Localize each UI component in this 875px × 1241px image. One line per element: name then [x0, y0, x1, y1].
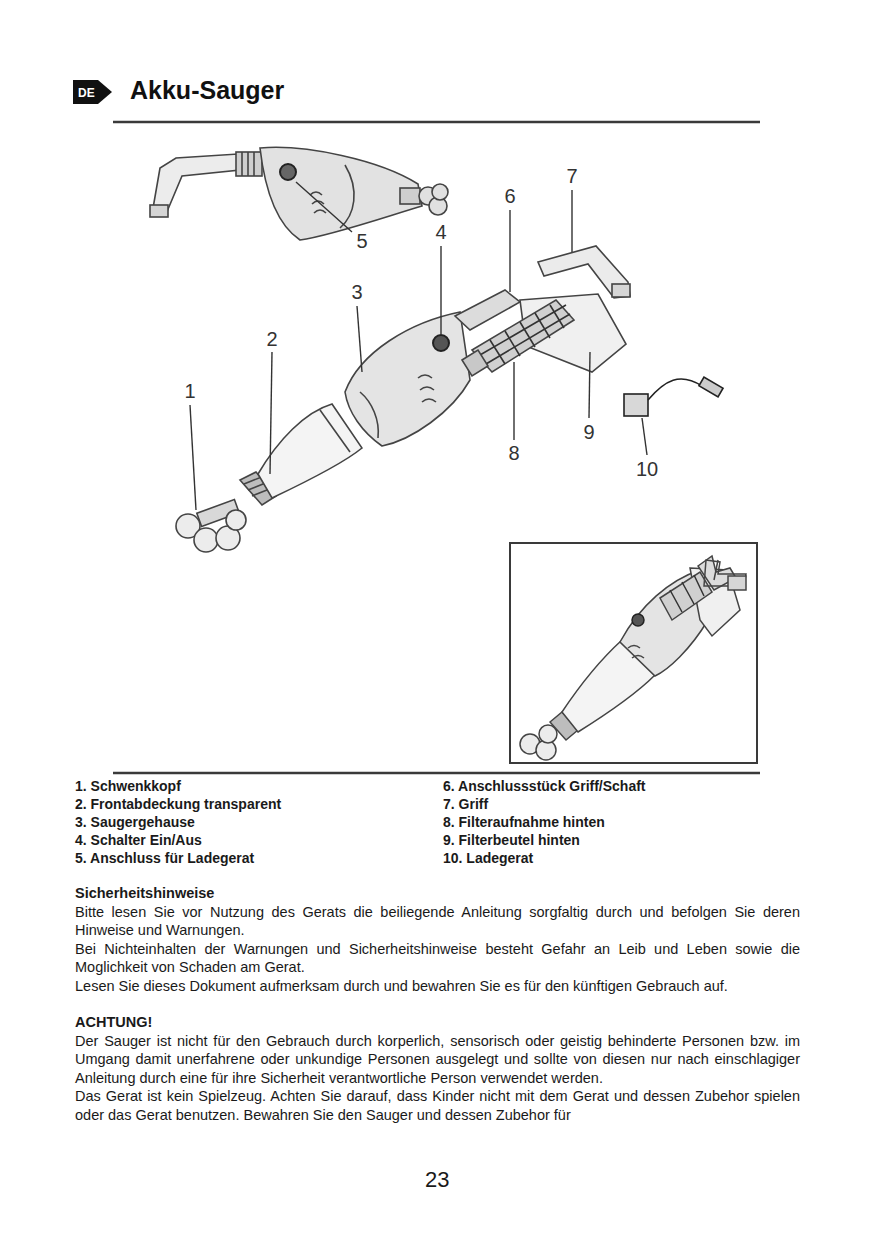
drawing-part [714, 560, 718, 580]
drawing-part [624, 394, 648, 416]
drawing-part [670, 575, 704, 612]
drawing-part [247, 152, 249, 176]
text-body: SicherheitshinweiseBitte lesen Sie vor N… [75, 884, 800, 1124]
body-paragraph: Der Sauger ist nicht für den Gebrauch du… [75, 1032, 800, 1088]
drawing-part [345, 312, 470, 446]
drawing-part [510, 543, 757, 763]
drawing-part [571, 190, 572, 252]
drawing-part [642, 418, 647, 455]
part-list-item: 7. Griff [443, 795, 488, 813]
drawing-part [418, 375, 436, 402]
drawing-part [728, 576, 746, 590]
drawing-part [509, 210, 510, 292]
drawing-part [628, 646, 644, 659]
drawing-part [433, 335, 449, 351]
drawing-part [113, 121, 760, 124]
part-list-item: 6. Anschlussstück Griff/Schaft [443, 777, 646, 795]
drawing-part [357, 306, 362, 372]
part-list-item: 4. Schalter Ein/Aus [75, 831, 202, 849]
drawing-part [236, 152, 262, 176]
leader-lines [190, 182, 647, 510]
drawing-part [400, 188, 420, 204]
callout-number: 5 [354, 231, 369, 251]
drawing-part [258, 404, 362, 498]
drawing-part [150, 205, 168, 217]
section-heading: ACHTUNG! [75, 1013, 800, 1032]
callout-number: 3 [349, 282, 364, 302]
badge-arrow [73, 80, 112, 104]
callout-number: 8 [506, 443, 521, 463]
drawing-part [455, 290, 520, 330]
part-list-item: 1. Schwenkkopf [75, 777, 181, 795]
callout-number: 9 [581, 422, 596, 442]
callout-number: 2 [264, 329, 279, 349]
body-paragraph: Das Gerat ist kein Spielzeug. Achten Sie… [75, 1087, 800, 1124]
callout-number: 7 [564, 166, 579, 186]
section-heading: Sicherheitshinweise [75, 884, 800, 903]
part-list-item: 5. Anschluss für Ladegerat [75, 849, 254, 867]
drawing-part [648, 379, 702, 400]
drawing-part [113, 772, 760, 775]
page-title: Akku-Sauger [130, 76, 284, 105]
body-paragraph: Bitte lesen Sie vor Nutzung des Gerats d… [75, 903, 800, 940]
drawing-part [253, 152, 255, 176]
assembled-vacuum-top [150, 147, 448, 240]
drawing-part [480, 305, 570, 364]
frame-lines [113, 122, 760, 773]
drawing-part [589, 352, 590, 418]
exploded-parts [176, 246, 723, 552]
body-paragraph: Lesen Sie dieses Dokument aufmerksam dur… [75, 977, 800, 996]
drawing-part [241, 152, 243, 176]
body-paragraph: Bei Nichteinhalten der Warnungen und Sic… [75, 940, 800, 977]
drawing-part [194, 528, 218, 552]
part-list-item: 2. Frontabdeckung transparent [75, 795, 281, 813]
part-list-item: 10. Ladegerat [443, 849, 533, 867]
drawing-part [432, 184, 448, 200]
drawing-part [296, 182, 352, 232]
language-badge: DE [73, 80, 112, 104]
assembled-vacuum-inset [520, 556, 746, 760]
drawing-part [462, 350, 488, 376]
drawing-part [280, 164, 296, 180]
drawing-part [612, 284, 630, 297]
page-number: 23 [425, 1167, 449, 1193]
drawing-part [320, 410, 350, 452]
drawing-part [340, 165, 354, 228]
callout-number: 6 [502, 186, 517, 206]
callout-number: 4 [433, 222, 448, 242]
drawing-part [472, 300, 574, 372]
drawing-part [226, 510, 246, 530]
drawing-part [360, 392, 378, 438]
callout-number: 10 [634, 459, 660, 479]
drawing-part [699, 377, 723, 397]
drawing-part [632, 614, 644, 626]
drawing-part [260, 147, 422, 240]
drawing-part [270, 352, 272, 474]
badge-text: DE [78, 81, 95, 105]
drawing-part [513, 362, 514, 440]
part-list-item: 8. Filteraufnahme hinten [443, 813, 605, 831]
part-list-item: 9. Filterbeutel hinten [443, 831, 580, 849]
drawing-part [440, 246, 441, 334]
part-list-item: 3. Saugergehause [75, 813, 195, 831]
callout-number: 1 [182, 381, 197, 401]
drawing-part [538, 246, 630, 298]
drawing-part [190, 405, 196, 510]
